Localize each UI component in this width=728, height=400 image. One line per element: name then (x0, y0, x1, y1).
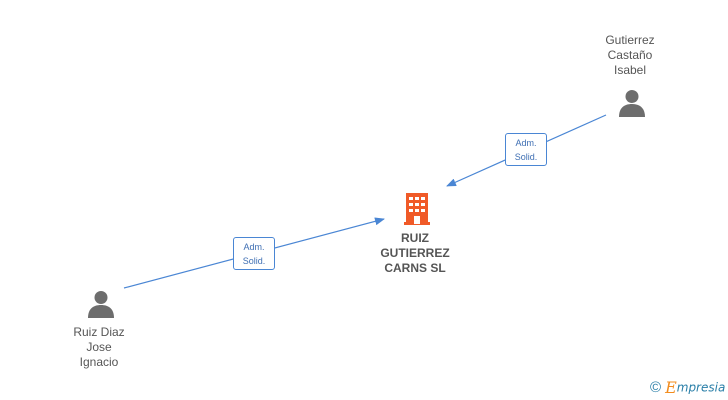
company-name-line: RUIZ (401, 231, 429, 245)
empresia-watermark[interactable]: ©Empresia (650, 378, 725, 398)
relation-badge-ruiz: Adm. Solid. (233, 237, 275, 270)
brand-logo-text: mpresia (676, 380, 726, 395)
relation-line: Adm. (515, 138, 537, 148)
company-name-line: CARNS SL (384, 261, 446, 275)
relation-line: Solid. (242, 256, 266, 266)
name-line: Isabel (613, 63, 647, 77)
name-line: Gutierrez (605, 33, 655, 47)
person-name-gutierrez[interactable]: Gutierrez Castaño Isabel (570, 33, 690, 78)
name-line: Ruiz Diaz (73, 325, 125, 339)
relation-line: Solid. (514, 152, 538, 162)
person-icon[interactable] (617, 88, 647, 118)
name-line: Jose (86, 340, 112, 354)
building-icon[interactable] (402, 191, 432, 225)
company-name[interactable]: RUIZ GUTIERREZ CARNS SL (355, 231, 475, 276)
name-line: Ignacio (79, 355, 119, 369)
copyright-icon: © (650, 379, 662, 396)
person-name-ruiz[interactable]: Ruiz Diaz Jose Ignacio (39, 325, 159, 370)
person-icon[interactable] (86, 289, 116, 319)
relation-line: Adm. (243, 242, 265, 252)
brand-logo-letter: E (665, 378, 677, 397)
company-name-line: GUTIERREZ (380, 246, 450, 260)
name-line: Castaño (607, 48, 653, 62)
relation-badge-gutierrez: Adm. Solid. (505, 133, 547, 166)
